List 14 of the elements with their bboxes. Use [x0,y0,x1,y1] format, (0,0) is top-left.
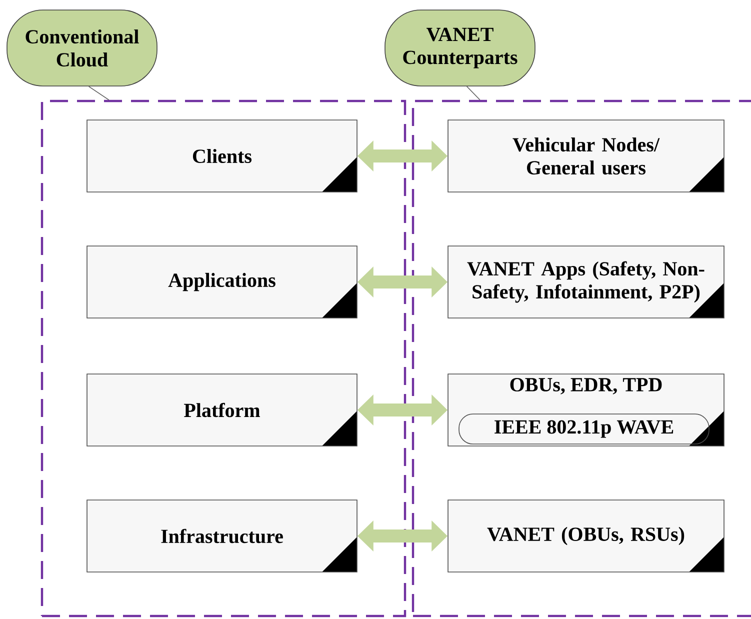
process-box: Vehicular Nodes/ General users [448,120,724,192]
leader-line [88,86,110,100]
process-box: VANET Apps (Safety, Non-Safety, Infotainment, P2P) [448,246,724,318]
process-box: VANET (OBUs, RSUs) [448,500,724,572]
label-oval: VANET Counterparts [384,10,536,86]
dashed-region [412,100,751,618]
process-box: Clients [86,120,358,192]
leader-line [466,86,480,100]
process-box: Platform [86,374,358,446]
process-box: Infrastructure [86,500,358,572]
label-oval: Conventional Cloud [6,10,158,86]
dashed-region [40,100,406,618]
rounded-label: IEEE 802.11p WAVE [458,414,710,444]
process-box: Applications [86,246,358,318]
